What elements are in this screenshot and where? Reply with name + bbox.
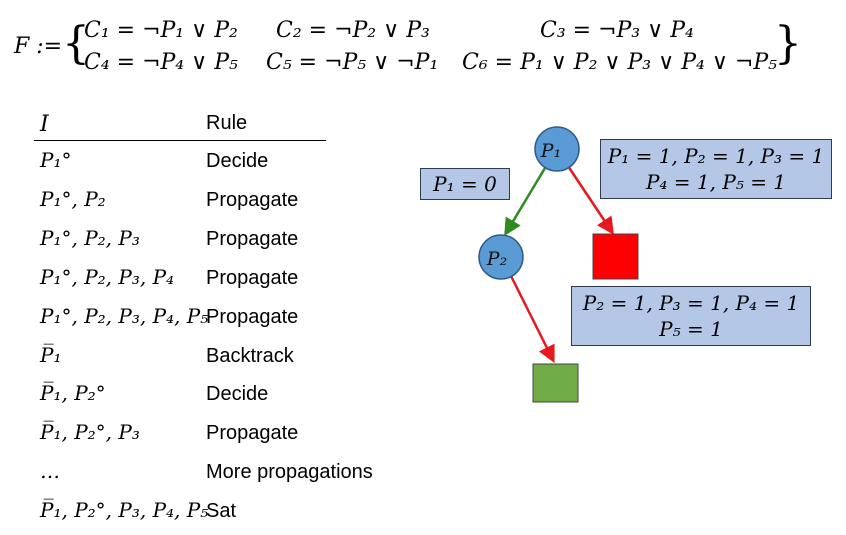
table-row: P̅₁, P₂° Decide: [34, 377, 404, 415]
table-row: P₁°, P₂ Propagate: [34, 183, 404, 221]
row-interpretation: P₁°, P₂, P₃, P₄: [40, 265, 175, 289]
table-row: P₁°, P₂, P₃, P₄ Propagate: [34, 261, 404, 299]
row-rule: Decide: [206, 150, 269, 172]
clause-c5: C₅ = ¬P₅ ∨ ¬P₁: [266, 50, 439, 75]
row-interpretation: P₁°, P₂, P₃: [40, 226, 140, 250]
clause-c6: C₆ = P₁ ∨ P₂ ∨ P₃ ∨ P₄ ∨ ¬P₅: [462, 50, 777, 75]
row-interpretation: …: [40, 459, 60, 483]
row-interpretation: P₁°, P₂, P₃, P₄, P₅: [40, 304, 209, 328]
sat-leaf: [532, 363, 579, 403]
conflict-leaf: [592, 233, 639, 280]
clause-c3: C₃ = ¬P₃ ∨ P₄: [540, 18, 694, 43]
table-row: P̅₁, P₂°, P₃, P₄, P₅ Sat: [34, 494, 404, 532]
formula-name: F :=: [14, 34, 63, 59]
row-rule: Propagate: [206, 306, 299, 328]
row-rule: Propagate: [206, 422, 299, 444]
note-p1-true-line2: P₄ = 1, P₅ = 1: [645, 170, 787, 194]
header-interpretation: I: [40, 112, 49, 137]
clause-c4: C₄ = ¬P₄ ∨ P₅: [84, 50, 238, 75]
table-row: … More propagations: [34, 455, 404, 493]
row-rule: Propagate: [206, 189, 299, 211]
row-interpretation: P̅₁, P₂°, P₃, P₄, P₅: [40, 498, 209, 522]
left-brace: {: [62, 18, 90, 69]
note-p1-true-line1: P₁ = 1, P₂ = 1, P₃ = 1: [607, 144, 825, 168]
header-divider: [34, 140, 326, 141]
table-row: P₁°, P₂, P₃, P₄, P₅ Propagate: [34, 300, 404, 338]
table-row: P̅₁, P₂°, P₃ Propagate: [34, 416, 404, 454]
node-p1: [534, 126, 580, 172]
clause-c1: C₁ = ¬P₁ ∨ P₂: [84, 18, 238, 43]
row-interpretation: P̅₁, P₂°: [40, 381, 106, 405]
edge-p1-false: [504, 167, 547, 237]
table-row: P₁° Decide: [34, 144, 404, 182]
node-p2-label: P₂: [486, 248, 507, 270]
note-p2-true-line1: P₂ = 1, P₃ = 1, P₄ = 1: [582, 291, 800, 315]
clause-c2: C₂ = ¬P₂ ∨ P₃: [276, 18, 430, 43]
row-rule: Propagate: [206, 228, 299, 250]
row-interpretation: P₁°, P₂: [40, 187, 106, 211]
node-p1-label: P₁: [540, 140, 561, 162]
row-rule: Backtrack: [206, 345, 294, 367]
note-p1-false-text: P₁ = 0: [433, 172, 497, 196]
row-interpretation: P₁°: [40, 148, 72, 172]
table-row: P₁°, P₂, P₃ Propagate: [34, 222, 404, 260]
row-rule: Decide: [206, 383, 269, 405]
row-rule: Propagate: [206, 267, 299, 289]
edge-p2-true: [509, 275, 555, 364]
right-brace: }: [774, 18, 802, 69]
row-interpretation: P̅₁: [40, 343, 62, 367]
note-p2-true: P₂ = 1, P₃ = 1, P₄ = 1 P₅ = 1: [571, 286, 811, 346]
edge-p1-true: [566, 165, 614, 235]
note-p1-true: P₁ = 1, P₂ = 1, P₃ = 1 P₄ = 1, P₅ = 1: [600, 139, 832, 199]
note-p2-true-line2: P₅ = 1: [659, 317, 723, 341]
row-rule: Sat: [206, 500, 237, 522]
table-row: P̅₁ Backtrack: [34, 339, 404, 377]
node-p2: [478, 234, 524, 280]
formula: F := { C₁ = ¬P₁ ∨ P₂ C₂ = ¬P₂ ∨ P₃ C₃ = …: [10, 12, 840, 82]
header-rule: Rule: [206, 112, 248, 134]
row-rule: More propagations: [206, 461, 373, 483]
note-p1-false: P₁ = 0: [420, 168, 510, 200]
row-interpretation: P̅₁, P₂°, P₃: [40, 420, 140, 444]
